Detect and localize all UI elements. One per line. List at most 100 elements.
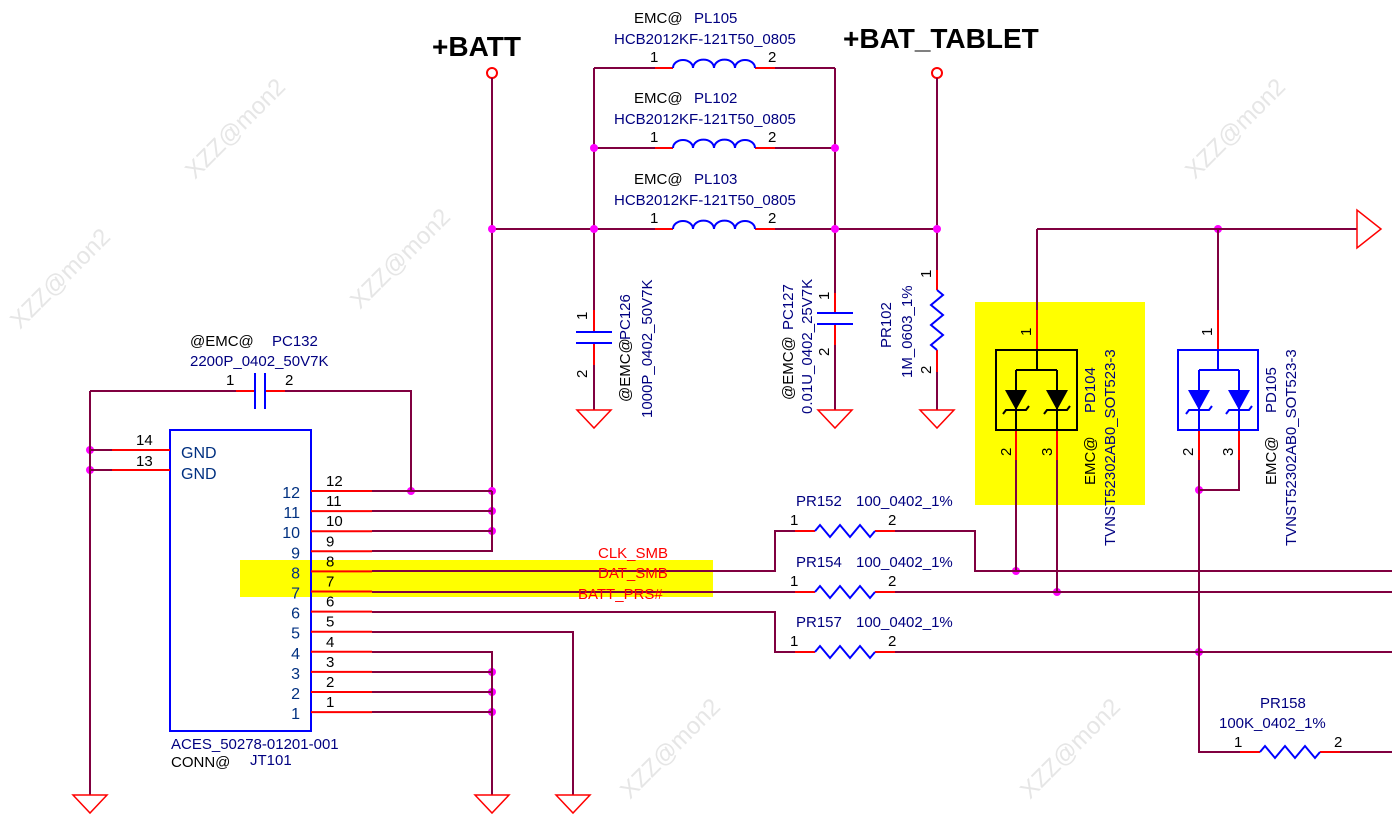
- svg-text:EMC@: EMC@: [634, 90, 683, 107]
- svg-text:EMC@: EMC@: [1263, 436, 1280, 485]
- connector-pin-number: 8: [291, 565, 300, 582]
- svg-text:CONN@: CONN@: [171, 754, 230, 771]
- svg-text:1: 1: [650, 210, 658, 227]
- connector-jt101: 14 13 GND GND 12121111101099887766554433…: [90, 429, 372, 771]
- connector-pin-label: 5: [326, 614, 334, 631]
- connector-pin-number: 7: [291, 586, 300, 603]
- watermark: XZZ@mon2: [615, 693, 726, 804]
- connector-pin-number: 6: [291, 606, 300, 623]
- watermark: XZZ@mon2: [345, 203, 456, 314]
- svg-text:+BATT: +BATT: [432, 31, 521, 62]
- connector-pin-label: 2: [326, 674, 334, 691]
- svg-text:PL103: PL103: [694, 171, 737, 188]
- svg-text:+BAT_TABLET: +BAT_TABLET: [843, 23, 1039, 54]
- svg-text:EMC@: EMC@: [1082, 436, 1099, 485]
- svg-text:2: 2: [768, 49, 776, 66]
- connector-pin-number: 4: [291, 646, 300, 663]
- svg-text:PR102: PR102: [878, 302, 895, 348]
- svg-text:EMC@: EMC@: [634, 171, 683, 188]
- svg-text:1: 1: [790, 512, 798, 529]
- svg-text:PL102: PL102: [694, 90, 737, 107]
- svg-text:ACES_50278-01201-001: ACES_50278-01201-001: [171, 736, 339, 753]
- svg-text:2: 2: [998, 448, 1015, 456]
- svg-text:2: 2: [888, 573, 896, 590]
- svg-text:PD105: PD105: [1263, 367, 1280, 413]
- svg-text:14: 14: [136, 432, 153, 449]
- svg-text:1: 1: [650, 49, 658, 66]
- svg-text:1: 1: [918, 270, 935, 278]
- svg-text:BATT_PRS#: BATT_PRS#: [578, 586, 663, 603]
- svg-text:1: 1: [226, 372, 234, 389]
- svg-text:2: 2: [816, 348, 833, 356]
- svg-text:1: 1: [790, 573, 798, 590]
- svg-text:TVNST52302AB0_SOT523-3: TVNST52302AB0_SOT523-3: [1283, 349, 1300, 546]
- svg-text:PR158: PR158: [1260, 695, 1306, 712]
- power-batt: +BATT: [432, 31, 521, 491]
- connector-pin-label: 4: [326, 634, 334, 651]
- svg-text:1: 1: [1018, 328, 1035, 336]
- svg-text:1M_0603_1%: 1M_0603_1%: [899, 285, 916, 378]
- svg-text:2: 2: [768, 129, 776, 146]
- watermark: XZZ@mon2: [1180, 73, 1291, 184]
- inductor-pl105: EMC@ PL105 HCB2012KF-121T50_0805 1 2: [614, 10, 796, 69]
- power-bat-tablet: +BAT_TABLET: [843, 23, 1039, 270]
- inductor-pl102: EMC@ PL102 HCB2012KF-121T50_0805 1 2: [614, 90, 796, 149]
- svg-text:CLK_SMB: CLK_SMB: [598, 545, 668, 562]
- connector-pin-label: 10: [326, 513, 343, 530]
- svg-text:TVNST52302AB0_SOT523-3: TVNST52302AB0_SOT523-3: [1102, 349, 1119, 546]
- svg-text:2: 2: [888, 633, 896, 650]
- svg-text:PL105: PL105: [694, 10, 737, 27]
- connector-pin-label: 11: [326, 493, 342, 510]
- svg-text:PD104: PD104: [1082, 367, 1099, 413]
- svg-text:EMC@: EMC@: [634, 10, 683, 27]
- connector-pin-number: 9: [291, 545, 300, 562]
- svg-text:JT101: JT101: [250, 752, 292, 769]
- svg-text:PR152: PR152: [796, 493, 842, 510]
- svg-text:3: 3: [1039, 448, 1056, 456]
- connector-pin-label: 12: [326, 473, 343, 490]
- svg-text:2200P_0402_50V7K: 2200P_0402_50V7K: [190, 353, 328, 370]
- svg-text:2: 2: [888, 512, 896, 529]
- net-batt-prs: BATT_PRS#: [372, 586, 1392, 653]
- svg-text:1: 1: [650, 129, 658, 146]
- connector-pin-label: 1: [326, 694, 334, 711]
- connector-pin-number: 11: [283, 505, 300, 522]
- capacitor-pc126: 1 2 @EMC@ PC126 1000P_0402_50V7K: [574, 229, 656, 430]
- diode-pd105: 1 2 3 EMC@ PD105 TVNST52302AB0_SOT523-3: [1177, 229, 1300, 546]
- svg-text:1: 1: [816, 292, 833, 300]
- svg-text:HCB2012KF-121T50_0805: HCB2012KF-121T50_0805: [614, 31, 796, 48]
- connector-pin-number: 1: [291, 706, 300, 723]
- svg-text:HCB2012KF-121T50_0805: HCB2012KF-121T50_0805: [614, 111, 796, 128]
- svg-text:@EMC@: @EMC@: [780, 336, 797, 400]
- svg-text:2: 2: [768, 210, 776, 227]
- svg-text:1: 1: [574, 312, 591, 320]
- svg-text:2: 2: [1180, 448, 1197, 456]
- svg-text:1: 1: [1199, 328, 1216, 336]
- connector-pin-number: 2: [291, 686, 300, 703]
- svg-text:DAT_SMB: DAT_SMB: [598, 565, 668, 582]
- svg-text:100K_0402_1%: 100K_0402_1%: [1219, 715, 1326, 732]
- diode-pd104: 1 2 3 EMC@ PD104 TVNST52302AB0_SOT523-3: [995, 229, 1119, 592]
- svg-text:2: 2: [574, 370, 591, 378]
- capacitor-pc127: 1 2 @EMC@ PC127 0.01U_0402_25V7K: [780, 229, 854, 430]
- svg-text:PC126: PC126: [617, 294, 634, 340]
- svg-text:GND: GND: [181, 466, 217, 483]
- net-clk-smb: CLK_SMB: [372, 530, 1392, 572]
- svg-text:@EMC@: @EMC@: [190, 333, 254, 350]
- connector-pin-number: 5: [291, 626, 300, 643]
- svg-text:GND: GND: [181, 445, 217, 462]
- connector-pin-number: 3: [291, 666, 300, 683]
- svg-text:2: 2: [918, 366, 935, 374]
- svg-text:1000P_0402_50V7K: 1000P_0402_50V7K: [639, 280, 656, 418]
- svg-text:PR154: PR154: [796, 554, 842, 571]
- svg-text:PC132: PC132: [272, 333, 318, 350]
- svg-text:2: 2: [285, 372, 293, 389]
- svg-text:0.01U_0402_25V7K: 0.01U_0402_25V7K: [799, 279, 816, 414]
- watermark: XZZ@mon2: [1015, 693, 1126, 804]
- svg-text:3: 3: [1220, 448, 1237, 456]
